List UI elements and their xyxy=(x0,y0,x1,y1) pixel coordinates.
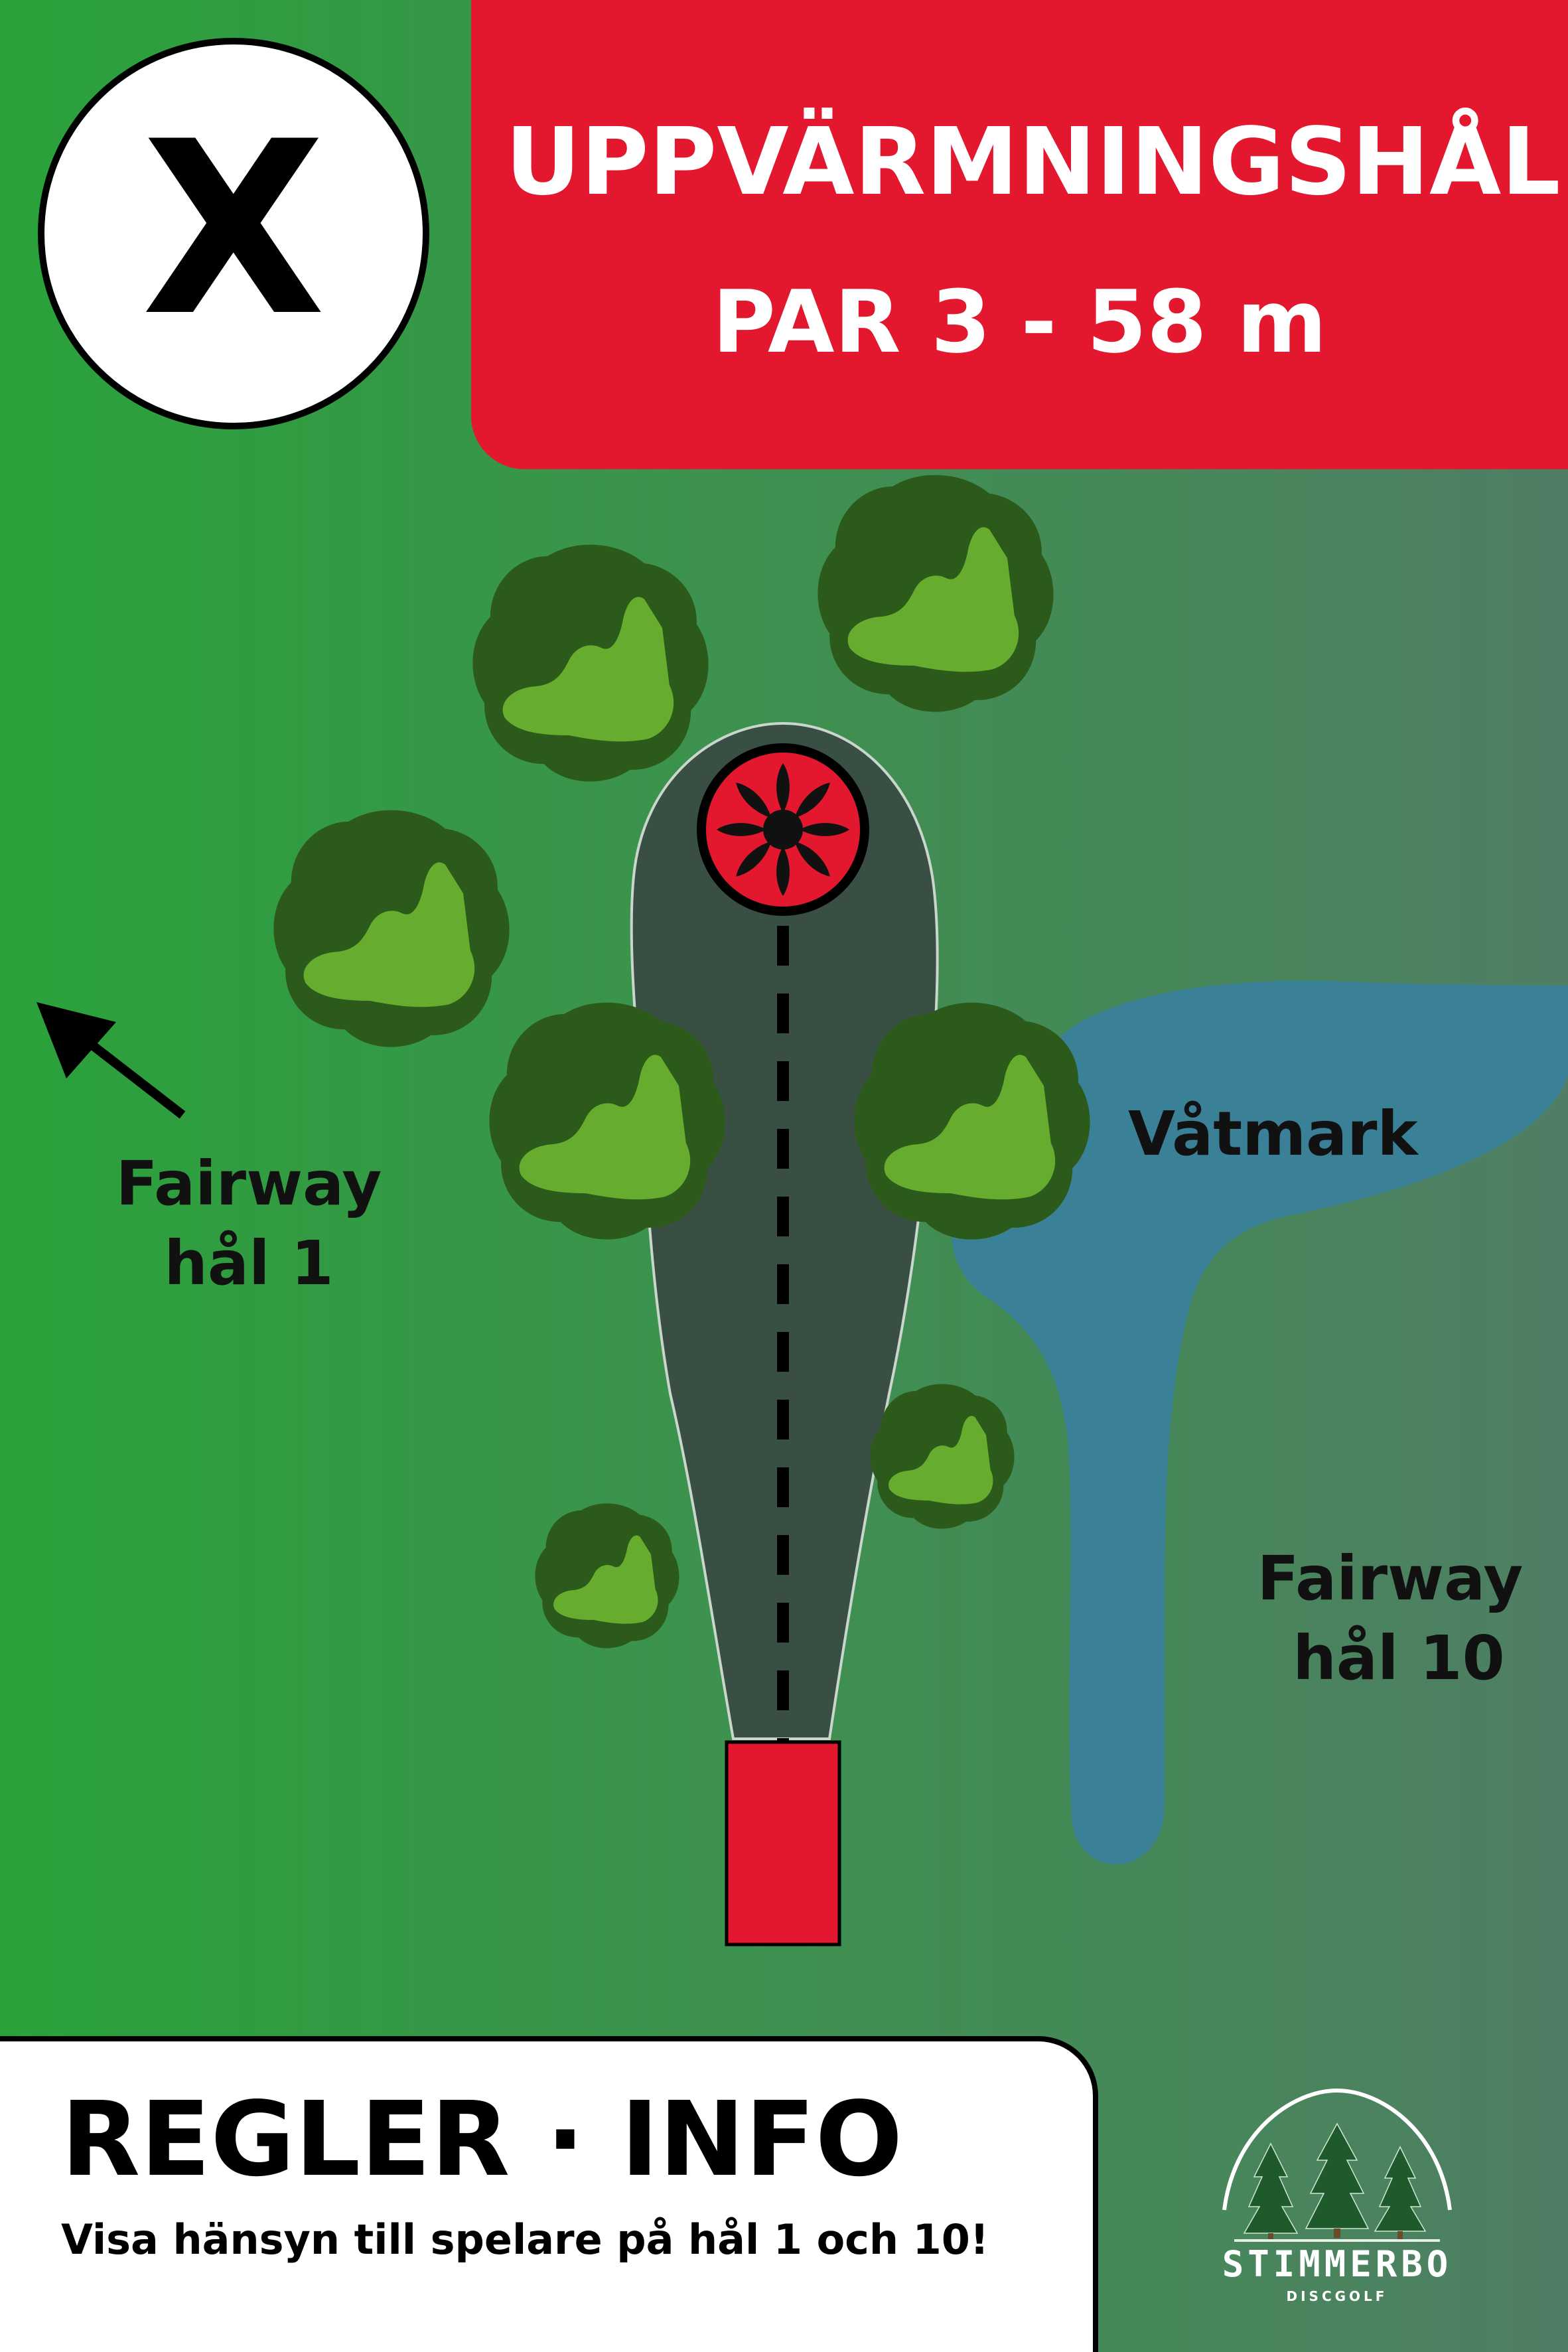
direction-arrow-icon xyxy=(36,1002,186,1119)
info-heading: REGLER · INFO xyxy=(61,2079,903,2199)
tree-icon xyxy=(472,544,709,782)
basket-icon xyxy=(697,743,869,916)
wetland-label: Våtmark xyxy=(1128,1098,1419,1169)
hole-number: X xyxy=(141,90,326,368)
fairway-1-label-line1: Fairway xyxy=(116,1148,382,1219)
hole-header: UPPVÄRMNINGSHÅL PAR 3 - 58 m xyxy=(471,0,1568,469)
tree-icon xyxy=(854,1002,1090,1240)
fairway-1-label-line2: hål 1 xyxy=(164,1228,333,1299)
info-box: REGLER · INFO Visa hänsyn till spelare p… xyxy=(0,2036,1098,2352)
logo-arc xyxy=(1222,2088,1452,2211)
tree-icon xyxy=(870,1384,1015,1529)
wetland-area xyxy=(952,980,1568,1865)
tree-icon xyxy=(273,810,510,1047)
logo-emblem xyxy=(1222,2088,1452,2242)
fairway-10-label-line2: hål 10 xyxy=(1293,1623,1504,1694)
hole-number-badge: X xyxy=(38,38,429,429)
tree-icon xyxy=(535,1503,679,1649)
stimmerbo-logo: STIMMERBO DISCGOLF xyxy=(1208,2077,1466,2304)
tree-icon xyxy=(818,475,1054,712)
logo-tree-icon xyxy=(1374,2146,1427,2239)
par-distance: PAR 3 - 58 m xyxy=(712,271,1327,372)
hole-title: UPPVÄRMNINGSHÅL xyxy=(505,108,1561,216)
logo-tree-icon xyxy=(1305,2122,1370,2238)
tree-icon xyxy=(489,1002,725,1240)
logo-name: STIMMERBO xyxy=(1222,2243,1453,2285)
logo-tree-icon xyxy=(1243,2142,1299,2241)
tee-pad xyxy=(725,1740,841,1947)
logo-subtitle: DISCGOLF xyxy=(1286,2288,1388,2304)
fairway-10-label-line1: Fairway xyxy=(1257,1543,1524,1614)
info-text: Visa hänsyn till spelare på hål 1 och 10… xyxy=(61,2215,989,2264)
